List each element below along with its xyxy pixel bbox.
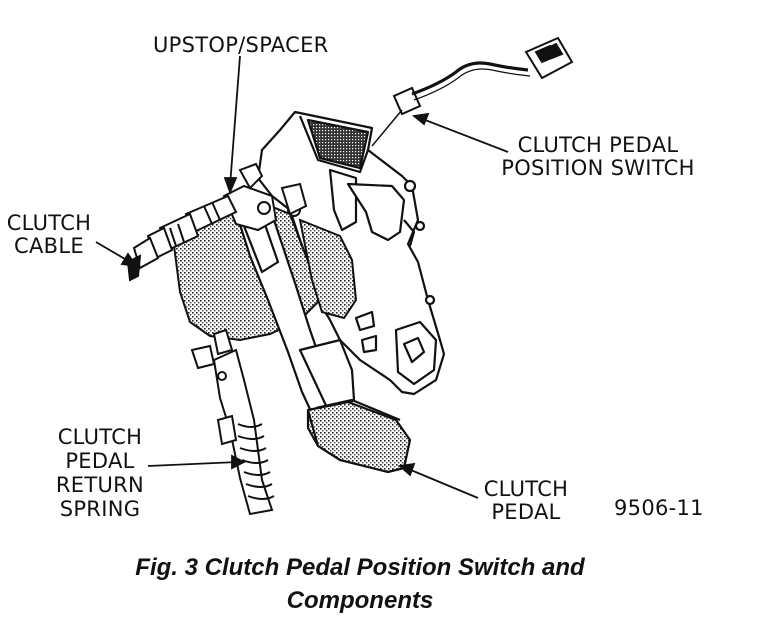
cable-label-line2: CABLE: [14, 234, 84, 258]
return-spring: [190, 328, 275, 516]
spring-label-line1: CLUTCH: [57, 425, 143, 449]
spring-label-line4: SPRING: [59, 497, 141, 521]
upstop-spacer: [222, 162, 308, 232]
position-switch: [371, 36, 574, 147]
mounting-bracket: [256, 110, 446, 396]
clutch-cable: [126, 194, 238, 282]
switch-label-line2: POSITION SWITCH: [501, 156, 695, 180]
figure-caption-line1: Fig. 3 Clutch Pedal Position Switch and: [135, 554, 585, 581]
leader-lines: [95, 55, 509, 499]
pedal-pad: [306, 398, 412, 474]
pedal-label-line2: PEDAL: [491, 500, 561, 524]
cable-label-line1: CLUTCH: [6, 211, 92, 235]
spring-label-line3: RETURN: [55, 473, 145, 497]
upstop-spacer-label: UPSTOP/SPACER: [153, 33, 329, 57]
pedal-label-line1: CLUTCH: [483, 477, 569, 501]
figure-caption-line2: Components: [286, 587, 434, 614]
spring-label-line2: PEDAL: [65, 449, 135, 473]
switch-label-line1: CLUTCH PEDAL: [517, 133, 679, 157]
figure-number: 9506-11: [614, 496, 704, 520]
